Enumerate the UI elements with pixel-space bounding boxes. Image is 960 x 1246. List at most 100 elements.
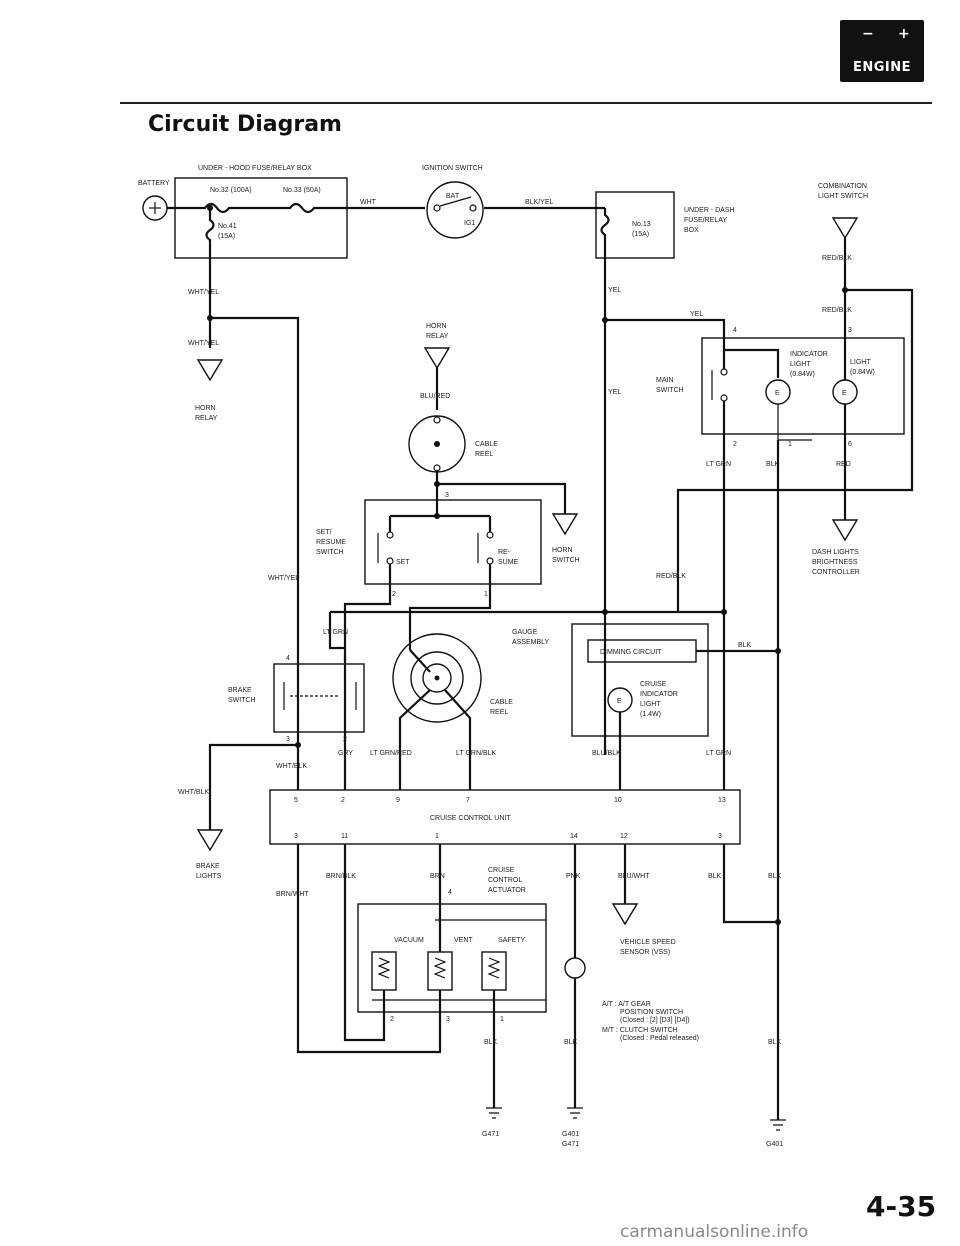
ig1-label: IG1 <box>464 220 475 227</box>
wire-red: RED <box>836 461 851 468</box>
underhood-fuse-box <box>174 177 348 259</box>
cable-reel-label-1: CABLE <box>475 441 498 448</box>
setres-label-1: SET/ <box>316 529 332 536</box>
underdash-fuse-box: No.13 (15A) UNDER - DASH FUSE/RELAY BOX … <box>595 191 735 755</box>
mt-label-1: M/T : CLUTCH SWITCH <box>602 1027 678 1034</box>
ccu-pin-10: 10 <box>614 797 622 804</box>
vss-label-1: VEHICLE SPEED <box>620 939 676 946</box>
battery-section: BATTERY UNDER - HOOD FUSE/RELAY BOX No.3… <box>138 165 425 305</box>
wire-blk-2: BLK <box>738 642 752 649</box>
wire-blk-7: BLK <box>768 1039 782 1046</box>
wire-yel-2: YEL <box>608 389 621 396</box>
lower-cable-reel: CABLE REEL <box>392 633 513 755</box>
vss-clutch-section: PNK BLK G401 G471 A/T : A/T GEAR POSITIO… <box>562 844 786 1148</box>
setres-pin-2: 2 <box>392 591 396 598</box>
light-label-2: (0.84W) <box>850 369 875 376</box>
ccu-pin-2: 2 <box>341 797 345 804</box>
wire-blu-wht: BLU/WHT <box>618 873 650 880</box>
re-label: RE- <box>498 549 511 556</box>
ccu-pin-11: 11 <box>341 833 348 840</box>
ground-g471: G471 <box>482 1131 499 1138</box>
cruise-ind-label-2: INDICATOR <box>640 691 678 698</box>
ign-label: IGNITION SWITCH <box>422 165 483 172</box>
wire-red-blk-3: RED/BLK <box>656 573 686 580</box>
vacuum-label: VACUUM <box>394 937 424 944</box>
ccu-pin-14: 14 <box>570 833 578 840</box>
setres-label-2: RESUME <box>316 539 346 546</box>
cruise-control-actuator: BRN/WHT BRN/BLK BRN CRUISE CONTROL ACTUA… <box>276 844 547 1138</box>
brake-sw-label-1: BRAKE <box>228 687 252 694</box>
lower-reel-label-2: REEL <box>490 709 508 716</box>
horn-relay-label-1: HORN <box>426 323 447 330</box>
ccu-pin-7: 7 <box>466 797 470 804</box>
main-switch-assembly: YEL 4 3 MAIN SWITCH E E INDICATOR LIGHT … <box>602 311 905 1120</box>
light-bulb-e: E <box>842 390 847 397</box>
horn-relay-label-2: RELAY <box>426 333 449 340</box>
main-pin-4: 4 <box>733 327 737 334</box>
wire-brn-blk: BRN/BLK <box>326 873 356 880</box>
ccu-pin-12: 12 <box>620 833 628 840</box>
sume-label: SUME <box>498 559 519 566</box>
wire-blk-4: BLK <box>564 1039 578 1046</box>
cruise-ind-label-1: CRUISE <box>640 681 667 688</box>
wire-gry: GRY <box>338 750 353 757</box>
actuator-label-1: CRUISE <box>488 867 515 874</box>
wire-red-blk-1: RED/BLK <box>822 255 852 262</box>
ignition-switch: IGNITION SWITCH BAT IG1 BLK/YEL <box>422 165 605 239</box>
ind-label-3: (0.84W) <box>790 371 815 378</box>
page-title: Circuit Diagram <box>148 112 342 137</box>
horn-switch: HORN SWITCH <box>551 513 580 564</box>
brake-pin-3: 3 <box>286 736 290 743</box>
uh-box-label: UNDER - HOOD FUSE/RELAY BOX <box>198 165 312 172</box>
ground-g401: G401 <box>562 1131 579 1138</box>
ground-g401b: G401 <box>766 1141 783 1148</box>
dimming-circuit-label: DIMMING CIRCUIT <box>600 649 662 656</box>
brake-pin-2: 2 <box>343 736 347 743</box>
fuse13-label-b: (15A) <box>632 231 649 238</box>
dash-lights-controller: DASH LIGHTS BRIGHTNESS CONTROLLER <box>812 519 860 576</box>
actuator-pin-4: 4 <box>448 889 452 896</box>
horn-sw-label-1: HORN <box>552 547 573 554</box>
brake-sw-label-2: SWITCH <box>228 697 256 704</box>
left-horn-relay-label-1: HORN <box>195 405 216 412</box>
main-switch-label-1: MAIN <box>656 377 674 384</box>
horn-cable-reel: HORN RELAY BLU/RED CABLE REEL 3 <box>408 323 567 516</box>
wire-lt-grn-3: LT GRN <box>706 750 731 757</box>
brake-switch-section: WHT/YEL WHT/YEL HORN RELAY WHT/YEL LT GR… <box>178 289 365 880</box>
gauge-assembly: GAUGE ASSEMBLY DIMMING CIRCUIT BLK E CRU… <box>330 609 781 790</box>
wire-wht-blk-2: WHT/BLK <box>178 789 209 796</box>
horn-sw-label-2: SWITCH <box>552 557 580 564</box>
comb-label-2: LIGHT SWITCH <box>818 193 868 200</box>
wire-blu-red: BLU/RED <box>420 393 450 400</box>
cable-reel-label-2: REEL <box>475 451 493 458</box>
ud-box-label-3: BOX <box>684 227 699 234</box>
watermark: carmanualsonline.info <box>620 1222 809 1242</box>
set-resume-switch: SET/ RESUME SWITCH SET RE- SUME 2 1 <box>316 499 542 755</box>
bat-label: BAT <box>446 193 460 200</box>
main-pin-2: 2 <box>733 441 737 448</box>
wire-yel-3: YEL <box>690 311 703 318</box>
ground-g471b: G471 <box>562 1141 579 1148</box>
badge-minus: − <box>862 26 874 42</box>
wire-pnk: PNK <box>566 873 581 880</box>
wire-wht-yel-2: WHT/YEL <box>188 340 219 347</box>
comb-label-1: COMBINATION <box>818 183 867 190</box>
main-switch-label-2: SWITCH <box>656 387 684 394</box>
main-pin-6: 6 <box>848 441 852 448</box>
fuse33-label: No.33 (50A) <box>283 187 321 194</box>
reel-pin-3: 3 <box>445 492 449 499</box>
battery-label: BATTERY <box>138 180 170 187</box>
fuse41-label-b: (15A) <box>218 233 235 240</box>
wire-blk-yel: BLK/YEL <box>525 199 554 206</box>
wire-lt-grn-red: LT GRN/RED <box>370 750 412 757</box>
wire-yel-1: YEL <box>608 287 621 294</box>
wire-lt-grn-2: LT GRN <box>323 629 348 636</box>
main-pin-3: 3 <box>848 327 852 334</box>
actuator-pin-3: 3 <box>446 1016 450 1023</box>
at-label-1: A/T : A/T GEAR <box>602 1001 651 1008</box>
main-pin-1: 1 <box>788 441 792 448</box>
wire-brn-wht: BRN/WHT <box>276 891 309 898</box>
set-label: SET <box>396 559 410 566</box>
fuse41-label-a: No.41 <box>218 223 237 230</box>
light-label-1: LIGHT <box>850 359 871 366</box>
